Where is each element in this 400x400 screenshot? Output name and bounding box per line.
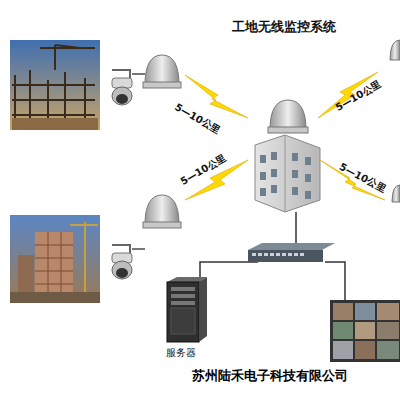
diagram-title: 工地无线监控系统	[232, 18, 336, 36]
server-symbol	[155, 276, 215, 344]
company-caption: 苏州陆禾电子科技有限公司	[192, 367, 348, 385]
server-label: 服务器	[166, 346, 196, 360]
server-node: 服务器	[155, 276, 215, 362]
